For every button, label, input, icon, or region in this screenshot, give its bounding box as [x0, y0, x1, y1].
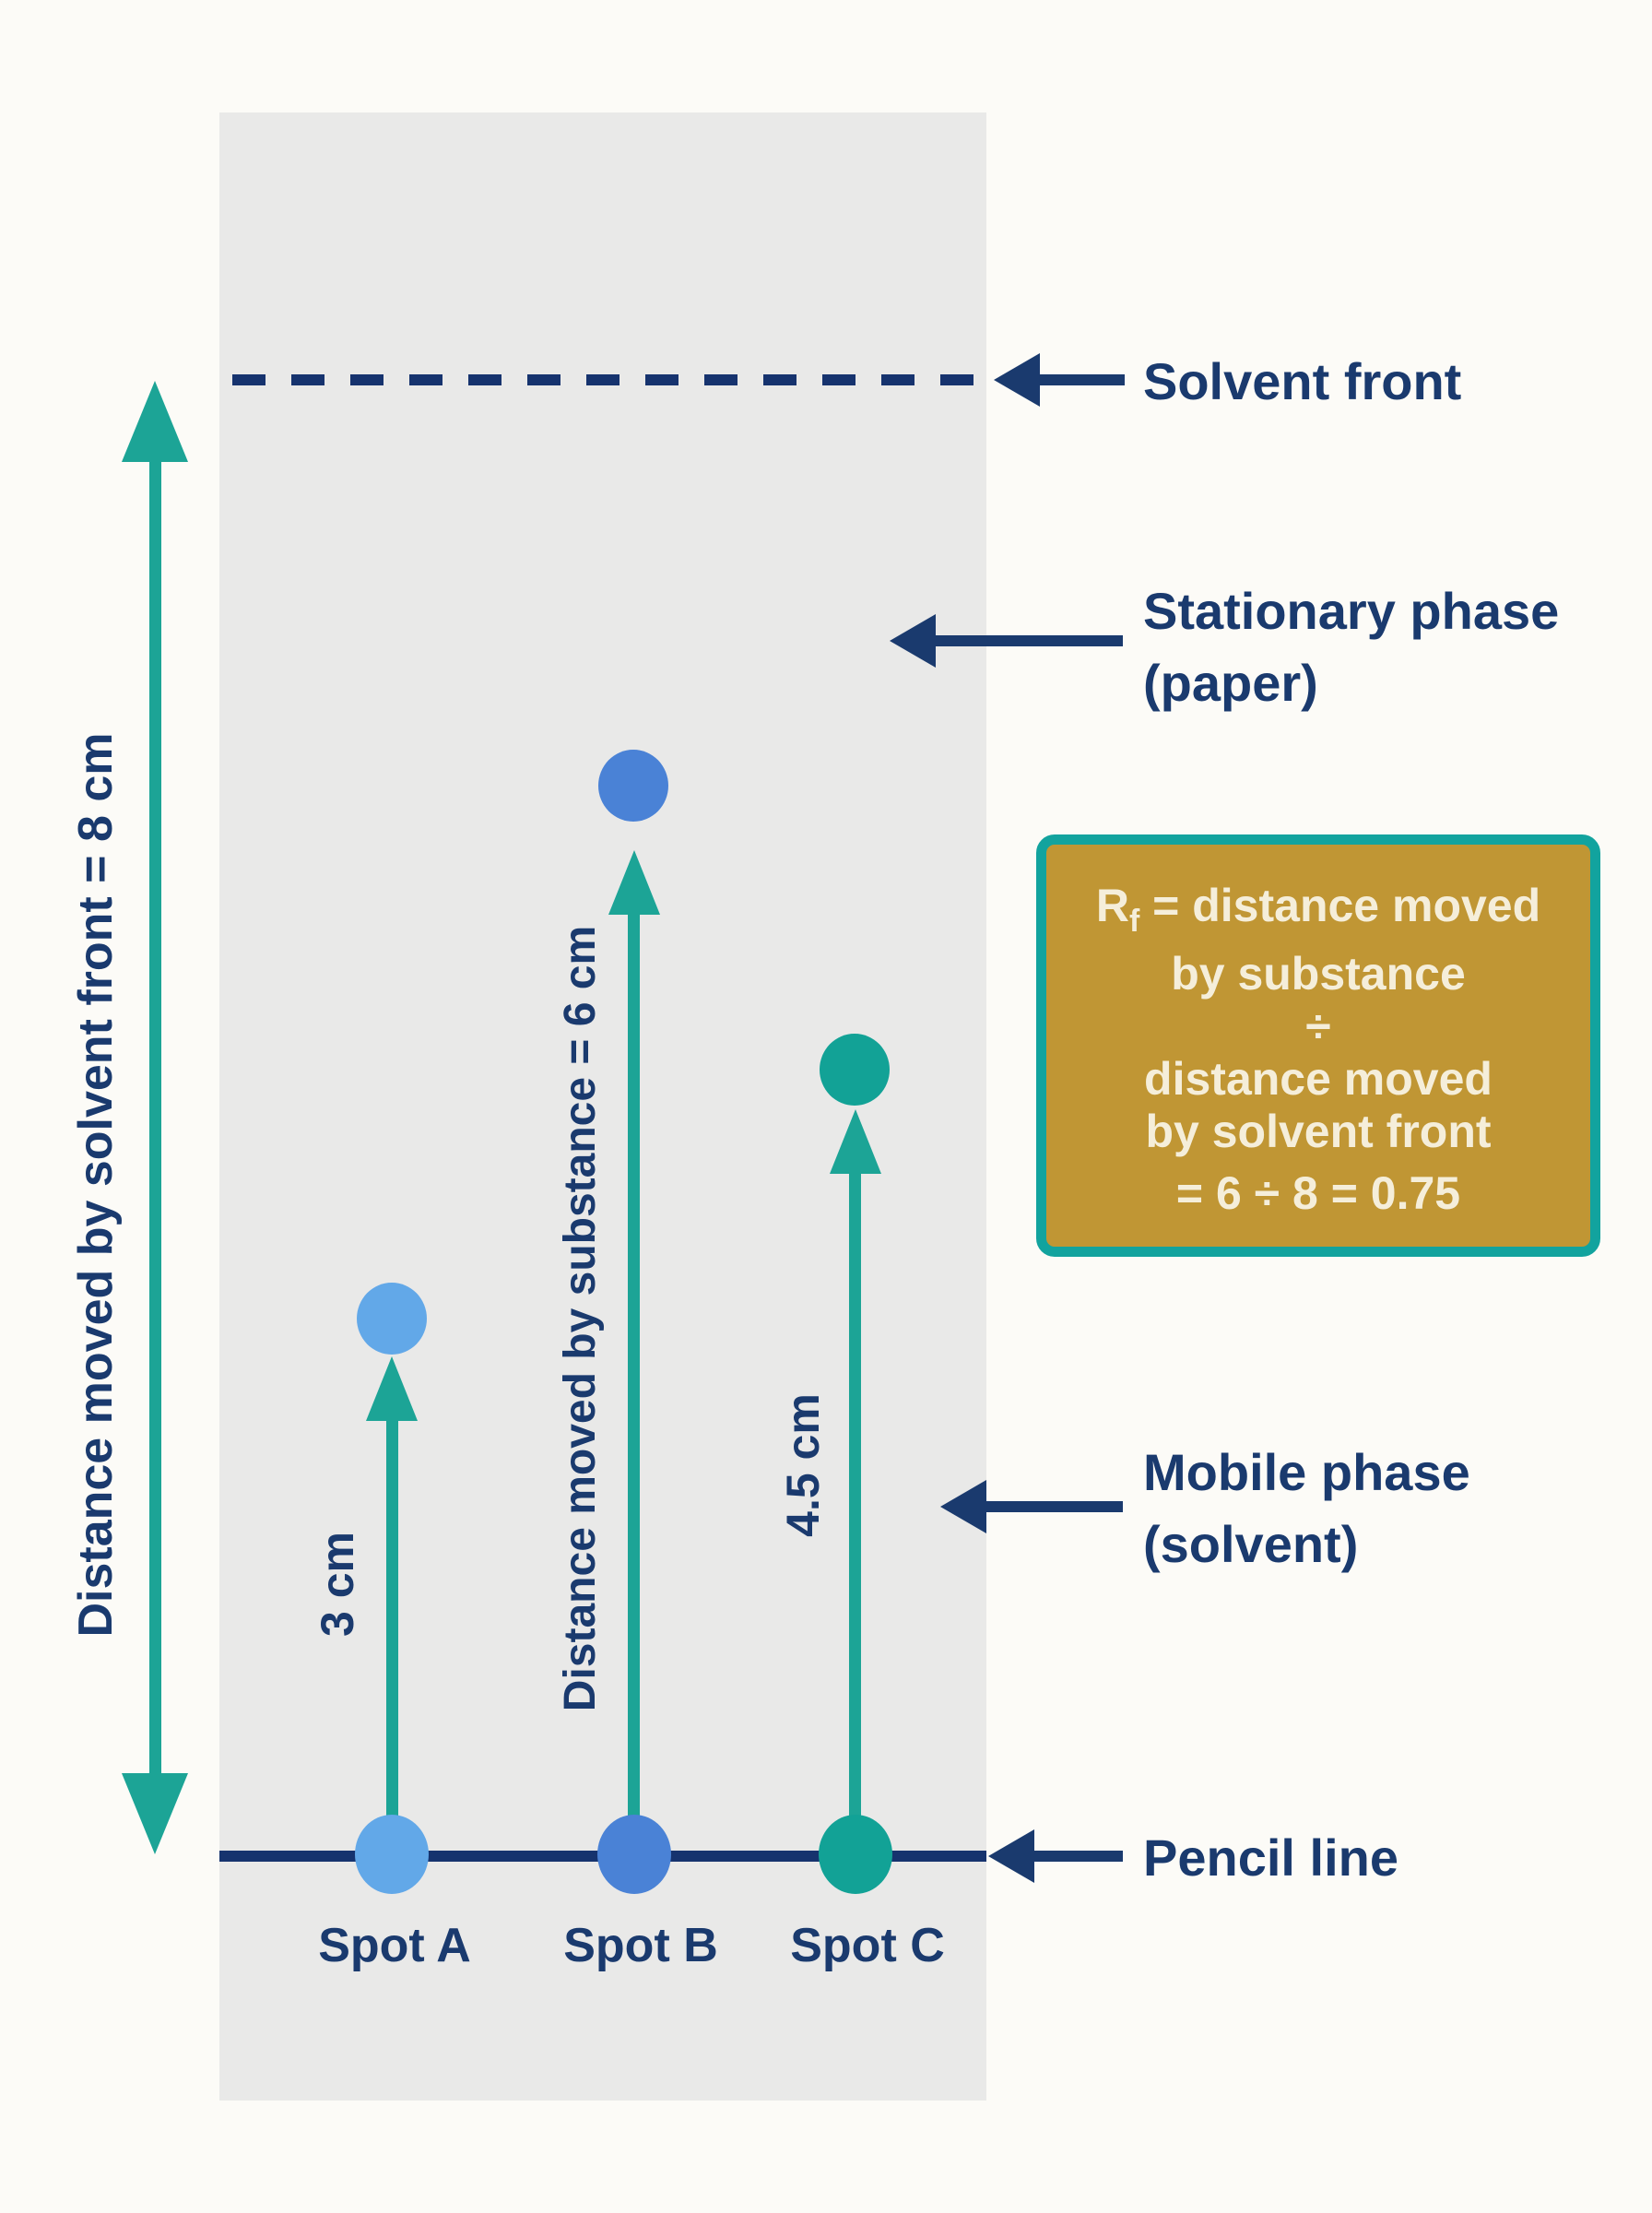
spot-c-distance-label: 4.5 cm — [777, 1393, 829, 1537]
rf-formula-line4: by solvent front — [1145, 1106, 1492, 1157]
spot-c-migrated-spot — [820, 1034, 890, 1106]
pencil-line-label: Pencil line — [1143, 1828, 1398, 1887]
spot-c-origin-spot — [819, 1815, 892, 1894]
spot-a-arrow-shaft — [386, 1416, 398, 1856]
stationary-phase-label-line2: (paper) — [1143, 654, 1318, 712]
spot-b-distance-label: Distance moved by substance = 6 cm — [556, 925, 605, 1712]
stationary-phase-pointer-arrowhead-icon — [890, 614, 936, 668]
spot-b-arrow-shaft — [628, 910, 640, 1856]
rf-formula-divider: ÷ — [1305, 1000, 1331, 1052]
mobile-phase-label-line1: Mobile phase — [1143, 1443, 1470, 1501]
pencil-line-pointer-arrowhead-icon — [988, 1829, 1034, 1883]
mobile-phase-label: Mobile phase (solvent) — [1143, 1437, 1470, 1580]
rf-formula-line3: distance moved — [1144, 1053, 1493, 1105]
pencil-line-pointer-shaft — [1032, 1851, 1123, 1862]
solvent-distance-arrow-shaft — [149, 456, 161, 1780]
spot-a-name-label: Spot A — [318, 1919, 471, 1972]
spot-a-origin-spot — [355, 1815, 429, 1894]
rf-formula-line2: by substance — [1171, 948, 1466, 1000]
solvent-front-pointer-shaft — [1038, 374, 1125, 385]
stationary-phase-pointer-shaft — [934, 635, 1123, 646]
spot-c-arrowhead-icon — [830, 1109, 881, 1174]
mobile-phase-label-line2: (solvent) — [1143, 1515, 1359, 1573]
rf-formula-line1: Rf = distance moved — [1095, 880, 1541, 939]
mobile-phase-pointer-arrowhead-icon — [940, 1480, 986, 1533]
rf-formula-box: Rf = distance moved by substance ÷ dista… — [1036, 834, 1600, 1257]
solvent-front-label: Solvent front — [1143, 352, 1462, 410]
spot-b-name-label: Spot B — [563, 1919, 718, 1972]
solvent-front-distance-label: Distance moved by solvent front = 8 cm — [69, 732, 123, 1638]
mobile-phase-pointer-shaft — [985, 1501, 1123, 1512]
spot-b-migrated-spot — [598, 750, 668, 822]
spot-c-arrow-shaft — [849, 1169, 861, 1856]
solvent-distance-arrowhead-bottom-icon — [122, 1773, 188, 1854]
spot-a-arrowhead-icon — [366, 1356, 418, 1421]
solvent-distance-arrowhead-top-icon — [122, 381, 188, 462]
solvent-front-pointer-arrowhead-icon — [994, 353, 1040, 407]
spot-b-origin-spot — [597, 1815, 671, 1894]
spot-c-name-label: Spot C — [790, 1919, 945, 1972]
stationary-phase-label: Stationary phase (paper) — [1143, 575, 1559, 719]
solvent-front-dashed-line — [232, 374, 981, 385]
spot-b-arrowhead-icon — [608, 850, 660, 915]
stationary-phase-label-line1: Stationary phase — [1143, 582, 1560, 640]
spot-a-migrated-spot — [357, 1283, 427, 1355]
rf-formula-result: = 6 ÷ 8 = 0.75 — [1175, 1167, 1461, 1219]
spot-a-distance-label: 3 cm — [312, 1532, 363, 1637]
